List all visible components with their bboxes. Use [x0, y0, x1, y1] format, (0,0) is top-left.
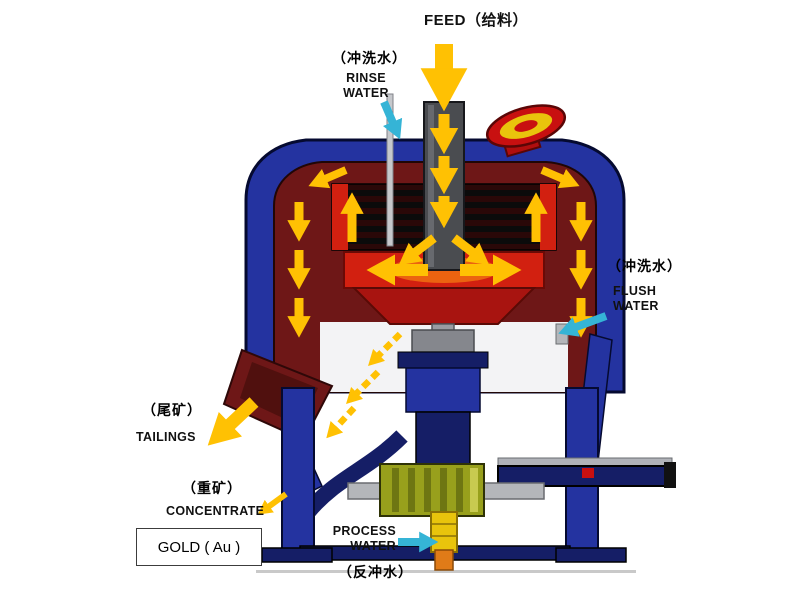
- motor: [347, 463, 545, 517]
- tailings-label-cn: （尾矿）: [142, 402, 202, 418]
- drive-shaft: [397, 323, 489, 483]
- tailings-flow-arrow: [207, 397, 259, 446]
- gold-output-label: GOLD ( Au ): [136, 528, 262, 566]
- gold-output-text: GOLD ( Au ): [157, 538, 241, 556]
- process-water-label: PROCESS WATER: [324, 524, 396, 554]
- concentrate-flow-arrow: [257, 491, 288, 515]
- internal-flow-arrows: [287, 114, 593, 439]
- process-water-line2: WATER: [350, 538, 396, 553]
- tailings-label-en: TAILINGS: [136, 430, 196, 444]
- flush-water-arrow: [558, 312, 608, 337]
- concentrate-label-en: CONCENTRATE: [166, 504, 265, 518]
- process-water-spigot: [430, 511, 458, 571]
- drive-pulley: [485, 104, 567, 158]
- rinse-water-label-en: RINSE WATER: [330, 71, 402, 101]
- rinse-water-line2: WATER: [343, 85, 389, 100]
- rinse-pipe: [386, 93, 394, 247]
- rinse-water-line1: RINSE: [346, 71, 386, 85]
- process-water-line1: PROCESS: [332, 524, 396, 538]
- flush-water-label-en: FLUSH WATER: [613, 284, 677, 314]
- rinse-water-label-cn: （冲洗水）: [332, 50, 407, 66]
- flush-water-line1: FLUSH: [613, 284, 657, 298]
- feed-label: FEED（给料）: [424, 12, 529, 29]
- flush-water-label-cn: （冲洗水）: [607, 258, 682, 274]
- support-frame: [256, 323, 676, 573]
- concentrate-label-cn: （重矿）: [182, 480, 242, 496]
- flush-water-line2: WATER: [613, 298, 659, 313]
- backwash-label-cn: （反冲水）: [338, 564, 413, 580]
- rinse-water-arrow: [380, 100, 403, 140]
